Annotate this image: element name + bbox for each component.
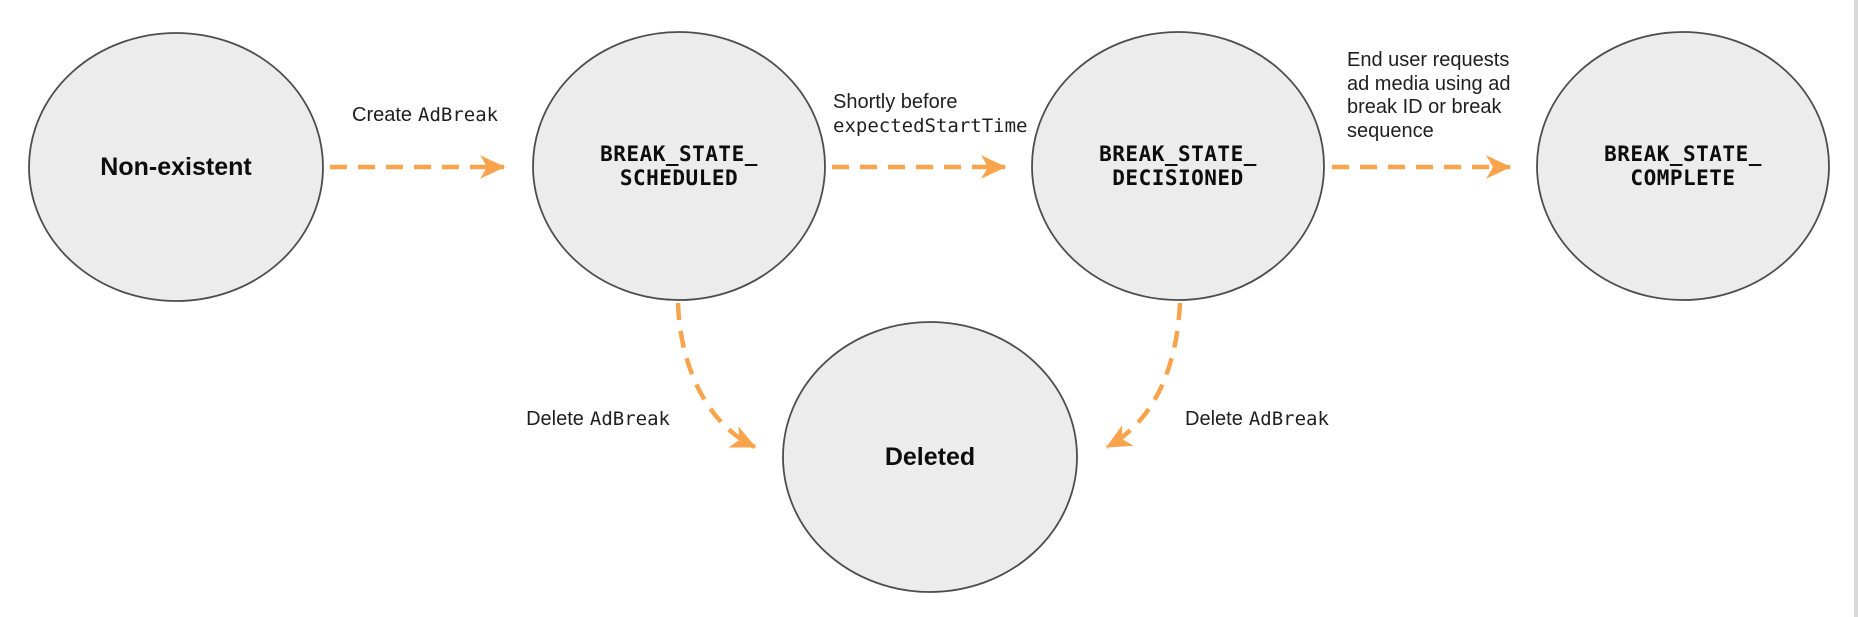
state-node-deleted	[782, 321, 1078, 593]
state-node-break-state-scheduled	[532, 31, 826, 301]
transition-arrow-decisioned-to-deleted	[1105, 302, 1183, 449]
state-node-break-state-complete	[1536, 31, 1830, 301]
edge-label-shortly-before-expectedstarttime: Shortly before expectedStartTime	[833, 91, 1028, 137]
transition-arrow-scheduled-to-deleted	[675, 302, 757, 450]
state-node-break-state-decisioned	[1031, 31, 1325, 301]
page-right-edge	[1854, 0, 1858, 617]
edge-label-end-user-requests: End user requests ad media using ad brea…	[1347, 49, 1511, 142]
state-node-non-existent	[28, 32, 324, 302]
